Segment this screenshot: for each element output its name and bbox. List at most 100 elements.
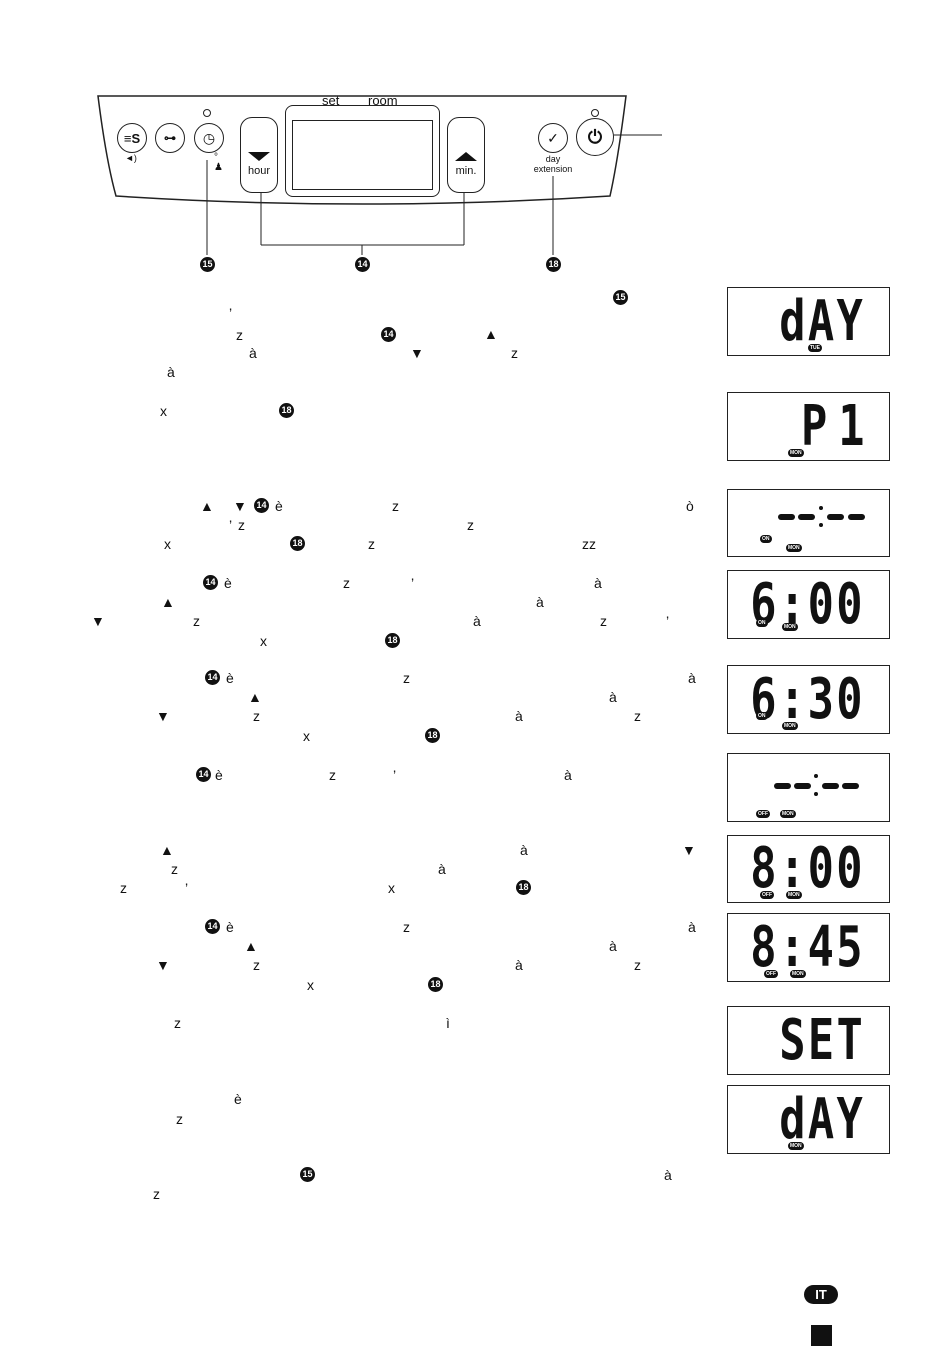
day-indicator: MON bbox=[786, 544, 802, 552]
text-fragment: à bbox=[536, 594, 544, 610]
text-fragment: z bbox=[403, 919, 410, 935]
arrow-down-glyph: ▼ bbox=[91, 613, 105, 629]
control-panel-illustration: set room ≡S ◄) ⊶ ◷ °♟ hour min. ✓ day ex… bbox=[0, 0, 950, 280]
hour-label: hour bbox=[247, 165, 271, 177]
arrow-down-glyph: ▼ bbox=[156, 957, 170, 973]
power-button[interactable]: ⏻ bbox=[576, 118, 614, 156]
text-fragment: z bbox=[467, 517, 474, 533]
text-fragment: z bbox=[238, 517, 245, 533]
text-fragment: è bbox=[224, 575, 232, 591]
text-fragment: à bbox=[609, 689, 617, 705]
lcd-display: dAY TUE bbox=[727, 287, 890, 356]
arrow-down-glyph: ▼ bbox=[410, 345, 424, 361]
checkmark-icon: ✓ bbox=[547, 129, 559, 146]
day-indicator: MON bbox=[788, 449, 804, 457]
text-fragment: è bbox=[275, 498, 283, 514]
segment-colon bbox=[819, 523, 823, 527]
text-fragment: z bbox=[120, 880, 127, 896]
ref-18: 18 bbox=[385, 633, 400, 648]
text-fragment: à bbox=[473, 613, 481, 629]
lcd-display: 8:45 OFF MON bbox=[727, 913, 890, 982]
ref-18: 18 bbox=[279, 403, 294, 418]
arrow-down-glyph: ▼ bbox=[233, 498, 247, 514]
arrow-up-glyph: ▲ bbox=[244, 938, 258, 954]
callout-15: 15 bbox=[200, 257, 215, 272]
ref-14: 14 bbox=[203, 575, 218, 590]
arrow-down-glyph: ▼ bbox=[156, 708, 170, 724]
lcd-display: 6:30 ON MON bbox=[727, 665, 890, 734]
segment-dash bbox=[842, 783, 859, 789]
power-icon: ⏻ bbox=[587, 126, 603, 147]
day-indicator: MON bbox=[790, 970, 806, 978]
ref-14: 14 bbox=[196, 767, 211, 782]
segment-readout: 6:00 bbox=[750, 571, 865, 637]
person-icon: °♟ bbox=[214, 152, 223, 173]
text-fragment: è bbox=[226, 919, 234, 935]
text-fragment: z bbox=[403, 670, 410, 686]
mode-indicator: OFF bbox=[756, 810, 770, 818]
text-fragment: z bbox=[253, 708, 260, 724]
text-fragment: z bbox=[174, 1015, 181, 1031]
arrow-up-glyph: ▲ bbox=[200, 498, 214, 514]
ref-14: 14 bbox=[205, 670, 220, 685]
text-fragment: ’ bbox=[185, 880, 189, 896]
mode-indicator: ON bbox=[756, 619, 768, 627]
text-fragment: zz bbox=[582, 536, 596, 552]
text-fragment: à bbox=[664, 1167, 672, 1183]
segment-readout: dAY bbox=[779, 1086, 865, 1152]
clock-icon: ◷ bbox=[202, 129, 216, 146]
text-fragment: à bbox=[594, 575, 602, 591]
text-fragment: z bbox=[511, 345, 518, 361]
text-fragment: x bbox=[388, 880, 395, 896]
text-fragment: à bbox=[515, 708, 523, 724]
text-fragment: z bbox=[193, 613, 200, 629]
panel-outline bbox=[97, 95, 662, 255]
callout-18: 18 bbox=[546, 257, 561, 272]
power-led bbox=[591, 109, 599, 117]
text-fragment: z bbox=[392, 498, 399, 514]
day-extension-button[interactable]: ✓ bbox=[538, 123, 568, 153]
ref-15: 15 bbox=[300, 1167, 315, 1182]
volume-icon: ◄) bbox=[125, 153, 137, 163]
key-lock-button[interactable]: ⊶ bbox=[155, 123, 185, 153]
ref-18: 18 bbox=[428, 977, 443, 992]
segment-readout: 6:30 bbox=[750, 666, 865, 732]
extension-label: extension bbox=[533, 164, 573, 174]
lcd-display: SET bbox=[727, 1006, 890, 1075]
text-fragment: è bbox=[215, 767, 223, 783]
ref-14: 14 bbox=[381, 327, 396, 342]
text-fragment: à bbox=[688, 670, 696, 686]
indicator-led bbox=[203, 109, 211, 117]
text-fragment: z bbox=[171, 861, 178, 877]
segment-dash bbox=[827, 514, 844, 520]
speaker-mode-button[interactable]: ≡S bbox=[117, 123, 147, 153]
text-fragment: x bbox=[303, 728, 310, 744]
text-fragment: z bbox=[329, 767, 336, 783]
text-fragment: è bbox=[234, 1091, 242, 1107]
segment-readout: dAY bbox=[779, 288, 865, 354]
segment-colon bbox=[814, 792, 818, 796]
ref-14: 14 bbox=[254, 498, 269, 513]
min-button[interactable]: min. bbox=[447, 117, 485, 193]
clock-button[interactable]: ◷ bbox=[194, 123, 224, 153]
lcd-display: dAY MON bbox=[727, 1085, 890, 1154]
hour-button[interactable]: hour bbox=[240, 117, 278, 193]
text-fragment: ’ bbox=[411, 575, 415, 591]
text-fragment: z bbox=[368, 536, 375, 552]
main-display-screen bbox=[292, 120, 433, 190]
text-fragment: z bbox=[176, 1111, 183, 1127]
text-fragment: ’ bbox=[666, 613, 670, 629]
text-fragment: ’ bbox=[393, 767, 397, 783]
segment-colon bbox=[814, 774, 818, 778]
day-indicator: TUE bbox=[808, 344, 822, 352]
day-label: day bbox=[545, 154, 561, 164]
segment-dash bbox=[798, 514, 815, 520]
segment-dash bbox=[778, 514, 795, 520]
main-display bbox=[285, 105, 440, 197]
segment-dash bbox=[822, 783, 839, 789]
text-fragment: x bbox=[160, 403, 167, 419]
segment-readout: P1 bbox=[800, 393, 875, 459]
text-fragment: à bbox=[515, 957, 523, 973]
language-badge: IT bbox=[804, 1285, 838, 1304]
lcd-display: 8:00 OFF MON bbox=[727, 835, 890, 903]
